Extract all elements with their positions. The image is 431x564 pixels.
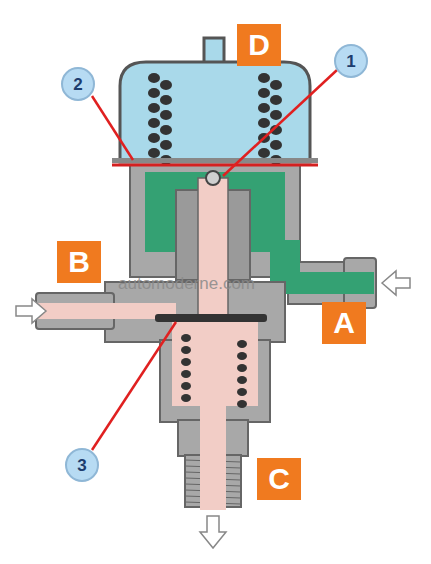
callout-number: 1 xyxy=(334,44,368,78)
valve-stem xyxy=(198,178,228,320)
leader-line xyxy=(92,96,133,160)
flow-arrow xyxy=(200,516,226,548)
callout-label: 1 xyxy=(346,53,355,70)
leader-line xyxy=(223,70,337,176)
flow-arrow xyxy=(16,299,46,323)
port-label: B xyxy=(68,247,90,277)
port-letter: B xyxy=(57,241,101,283)
callout-number: 2 xyxy=(61,67,95,101)
valve-plate xyxy=(155,314,267,322)
flow-arrow xyxy=(382,271,410,295)
port-label: C xyxy=(268,464,290,494)
return-chamber xyxy=(172,318,258,406)
valve-ball xyxy=(206,171,220,185)
return-spring xyxy=(181,334,247,408)
inlet-passage xyxy=(270,240,300,280)
port-letter: A xyxy=(322,302,366,344)
spring-cap xyxy=(120,62,310,162)
watermark: automoderne.com xyxy=(118,274,255,294)
port-letter: D xyxy=(237,24,281,66)
diaphragm xyxy=(112,164,318,167)
leader-line xyxy=(92,322,176,450)
callout-number: 3 xyxy=(65,448,99,482)
port-letter: C xyxy=(257,458,301,500)
outlet-passage xyxy=(200,400,226,510)
callout-label: 3 xyxy=(77,457,86,474)
return-passage xyxy=(36,303,176,319)
callout-label: 2 xyxy=(73,76,82,93)
diaphragm-spring xyxy=(148,73,282,165)
port-label: A xyxy=(333,308,355,338)
flange xyxy=(112,158,318,163)
port-label: D xyxy=(248,30,270,60)
